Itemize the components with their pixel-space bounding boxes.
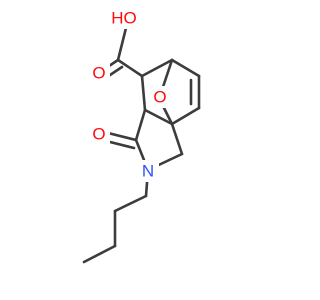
bond-c4-c5	[143, 108, 174, 126]
atom-ho: HO	[108, 7, 142, 29]
bond-c5-c7	[140, 74, 147, 112]
atom-o-lactam: O	[88, 123, 110, 145]
atom-n-label: N	[142, 162, 154, 181]
atom-labels: HO O O O N	[88, 7, 172, 182]
atom-ho-label: HO	[111, 9, 137, 28]
bond-c-lactam-o-a	[106, 131, 138, 142]
bond-butyl1-butyl2	[113, 194, 148, 213]
bond-c-lactam-o-b	[104, 139, 136, 150]
molecule-structure: HO O O O N	[82, 7, 201, 264]
bond-c7-c1	[140, 58, 174, 78]
bond-ch2-ring-c4	[170, 122, 184, 156]
bond-ho-c-acid	[116, 26, 128, 62]
bond-c5-c-lactam	[134, 108, 147, 142]
bond-c3-c4	[170, 106, 201, 126]
atom-o-bridge-label: O	[153, 88, 166, 107]
bond-c-acid-c7	[116, 58, 144, 78]
atom-o-bridge: O	[150, 86, 172, 108]
bond-c1-c2	[170, 58, 201, 78]
atom-o-acid-label: O	[92, 64, 105, 83]
bonds	[82, 26, 201, 264]
atom-o-acid: O	[88, 62, 110, 84]
bond-butyl3-butyl4	[82, 244, 117, 264]
atom-o-lactam-label: O	[92, 125, 105, 144]
bond-c1-obridge	[160, 58, 174, 92]
atom-n: N	[137, 160, 159, 182]
